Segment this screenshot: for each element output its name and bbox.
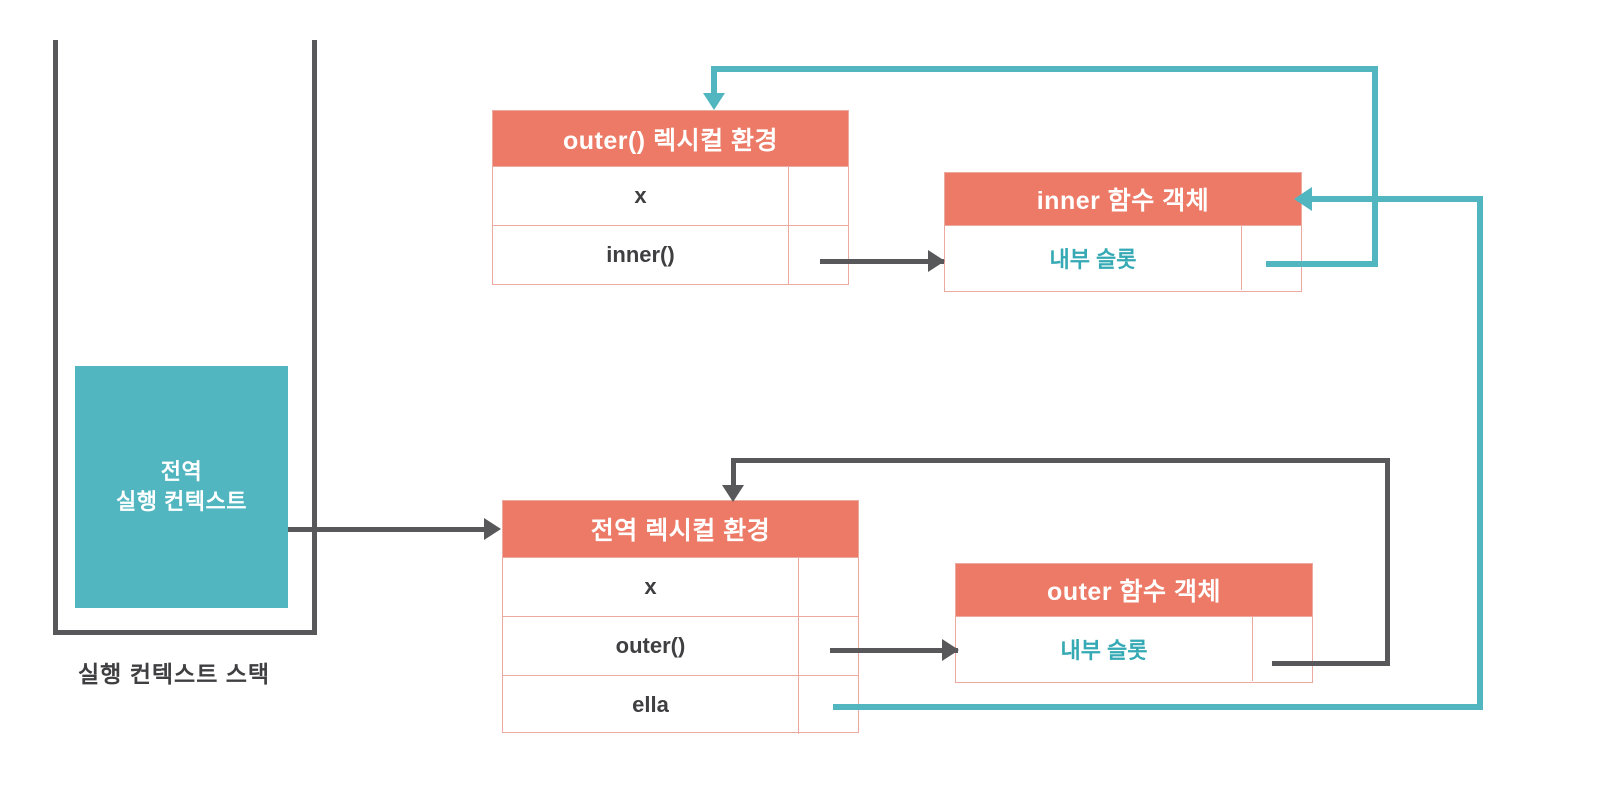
connector-inner-slot-h-back xyxy=(711,66,1378,72)
connector-global-ec-to-global-lexenv xyxy=(288,527,484,532)
global-lexenv-row0-value xyxy=(798,558,858,616)
table-row[interactable]: outer() xyxy=(503,616,858,675)
call-stack-right-wall xyxy=(312,40,317,635)
outer-function-object-table: outer 함수 객체 내부 슬롯 xyxy=(955,563,1313,683)
global-lexenv-row0-name: x xyxy=(644,574,657,599)
connector-outer-slot-h-out xyxy=(1272,661,1390,666)
inner-function-object-header: inner 함수 객체 xyxy=(945,173,1301,225)
outer-lexenv-row0-value xyxy=(788,167,848,225)
call-stack-left-wall xyxy=(53,40,58,635)
inner-function-object-table: inner 함수 객체 내부 슬롯 xyxy=(944,172,1302,292)
global-lexenv-row1-name: outer() xyxy=(615,633,686,658)
outer-lexenv-row0-name: x xyxy=(634,183,647,208)
arrowhead-inner-entry-to-inner-object xyxy=(928,250,945,272)
global-lexenv-row2-value xyxy=(798,676,858,734)
inner-internal-slot-value xyxy=(1241,226,1301,290)
global-execution-context-line1: 전역 xyxy=(160,459,203,484)
outer-lexenv-row1-value xyxy=(788,226,848,284)
arrowhead-inner-slot-to-outer-lexenv xyxy=(703,93,725,110)
outer-internal-slot-value xyxy=(1252,617,1312,681)
table-row[interactable]: 내부 슬롯 xyxy=(945,225,1301,290)
arrowhead-ella-to-inner-object xyxy=(1294,187,1312,211)
call-stack-label: 실행 컨텍스트 스택 xyxy=(78,661,271,687)
table-row[interactable]: ella xyxy=(503,675,858,734)
connector-ella-h-out xyxy=(833,704,1483,710)
connector-inner-slot-v-up xyxy=(1372,66,1378,267)
inner-internal-slot-name: 내부 슬롯 xyxy=(1049,247,1137,272)
global-lexical-environment-header: 전역 렉시컬 환경 xyxy=(503,501,858,557)
global-lexical-environment-table: 전역 렉시컬 환경 x outer() ella xyxy=(502,500,859,734)
table-row[interactable]: inner() xyxy=(493,225,848,284)
table-row[interactable]: 내부 슬롯 xyxy=(956,616,1312,681)
arrowhead-global-ec-to-global-lexenv xyxy=(484,518,501,540)
connector-outer-slot-v-up xyxy=(1385,458,1390,666)
outer-lexenv-row1-name: inner() xyxy=(606,242,675,267)
global-lexenv-row1-value xyxy=(798,617,858,675)
connector-outer-entry-to-outer-object xyxy=(830,648,958,653)
arrowhead-outer-entry-to-outer-object xyxy=(942,639,959,661)
global-execution-context-line2: 실행 컨텍스트 xyxy=(115,489,248,514)
connector-inner-slot-v-down xyxy=(711,66,717,96)
outer-function-object-header: outer 함수 객체 xyxy=(956,564,1312,616)
outer-lexical-environment-table: outer() 렉시컬 환경 x inner() xyxy=(492,110,849,285)
connector-ella-v-up xyxy=(1477,196,1483,710)
connector-outer-slot-v-down xyxy=(731,458,736,489)
global-lexenv-row2-name: ella xyxy=(632,692,669,717)
connector-inner-entry-to-inner-object xyxy=(820,259,944,264)
arrowhead-outer-slot-to-global-lexenv xyxy=(722,485,744,502)
connector-inner-slot-h-out xyxy=(1266,261,1378,267)
table-row[interactable]: x xyxy=(493,166,848,225)
outer-internal-slot-name: 내부 슬롯 xyxy=(1060,638,1148,663)
connector-outer-slot-h-back xyxy=(731,458,1390,463)
table-row[interactable]: x xyxy=(503,557,858,616)
outer-lexical-environment-header: outer() 렉시컬 환경 xyxy=(493,111,848,166)
call-stack-bottom-wall xyxy=(53,630,317,635)
connector-ella-h-back xyxy=(1310,196,1483,202)
global-execution-context-frame[interactable]: 전역 실행 컨텍스트 xyxy=(75,366,288,608)
